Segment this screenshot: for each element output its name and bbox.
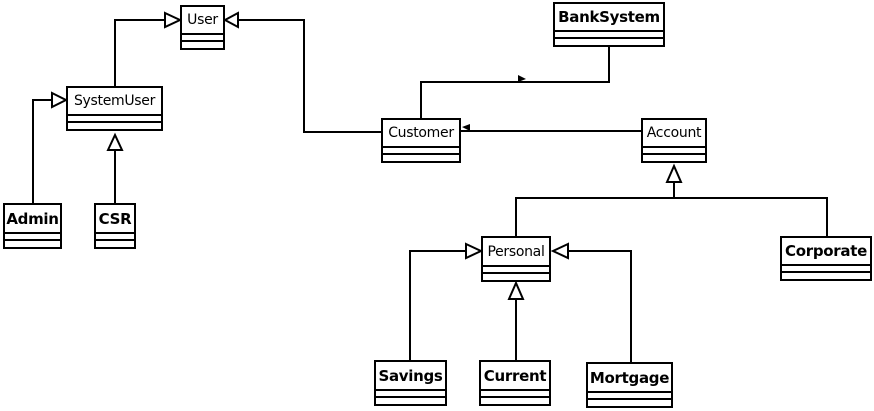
- class-csr-name: CSR: [98, 209, 132, 228]
- class-csr-attributes: [96, 232, 134, 239]
- class-savings-attributes: [376, 389, 445, 396]
- class-systemuser: SystemUser: [66, 86, 163, 131]
- class-account-name: Account: [646, 125, 702, 141]
- class-personal: Personal: [481, 236, 551, 282]
- class-banksystem-operations: [555, 37, 663, 44]
- class-account-attributes: [643, 146, 705, 153]
- class-systemuser-attributes: [68, 114, 161, 121]
- inheritance-arrowhead-admin-systemuser: [51, 91, 69, 109]
- class-csr-operations: [96, 239, 134, 246]
- class-account-operations: [643, 153, 705, 160]
- connector-customer-user: [238, 19, 381, 133]
- association-direction-marker-customer: [462, 124, 470, 131]
- association-direction-marker-banksystem: [518, 75, 526, 82]
- connector-systemuser-user: [114, 19, 165, 86]
- class-systemuser-operations: [68, 121, 161, 128]
- class-mortgage-name: Mortgage: [589, 368, 670, 387]
- class-current-operations: [481, 396, 549, 403]
- class-banksystem-attributes: [555, 30, 663, 37]
- inheritance-arrowhead-account: [665, 163, 683, 183]
- class-user: User: [180, 5, 225, 50]
- class-savings-operations: [376, 396, 445, 403]
- class-corporate-name: Corporate: [785, 242, 867, 260]
- connector-savings-personal: [409, 250, 466, 360]
- inheritance-arrowhead-customer-user: [222, 11, 239, 29]
- class-user-name: User: [187, 12, 218, 28]
- association-customer-banksystem: [420, 47, 610, 118]
- class-customer-name: Customer: [388, 125, 454, 141]
- class-customer-operations: [383, 153, 459, 160]
- class-personal-operations: [483, 272, 549, 279]
- class-corporate-attributes: [782, 264, 870, 271]
- class-user-attributes: [182, 33, 223, 40]
- class-current-attributes: [481, 389, 549, 396]
- connector-mortgage-personal: [568, 250, 632, 362]
- class-customer: Customer: [381, 118, 461, 163]
- class-admin-attributes: [5, 232, 60, 239]
- class-banksystem: BankSystem: [553, 2, 665, 47]
- class-corporate: Corporate: [780, 236, 872, 281]
- class-corporate-operations: [782, 271, 870, 278]
- class-savings-name: Savings: [378, 366, 443, 385]
- class-csr: CSR: [94, 203, 136, 249]
- class-current-name: Current: [483, 366, 547, 385]
- inheritance-arrowhead-savings-personal: [465, 242, 484, 260]
- class-savings: Savings: [374, 360, 447, 406]
- class-account: Account: [641, 118, 707, 163]
- inheritance-arrowhead-current-personal: [507, 280, 525, 300]
- inheritance-arrowhead-mortgage-personal: [550, 242, 569, 260]
- class-mortgage-attributes: [588, 391, 671, 398]
- class-current: Current: [479, 360, 551, 406]
- inheritance-arrowhead-systemuser-user: [164, 11, 183, 29]
- class-admin: Admin: [3, 203, 62, 249]
- class-personal-attributes: [483, 265, 549, 272]
- connector-personal-account: [515, 197, 828, 236]
- class-personal-name: Personal: [487, 243, 545, 260]
- class-user-operations: [182, 40, 223, 47]
- class-admin-operations: [5, 239, 60, 246]
- class-admin-name: Admin: [6, 209, 59, 228]
- class-mortgage: Mortgage: [586, 362, 673, 408]
- class-customer-attributes: [383, 146, 459, 153]
- class-mortgage-operations: [588, 398, 671, 405]
- inheritance-arrowhead-csr-systemuser: [106, 132, 124, 151]
- connector-admin-systemuser: [32, 99, 52, 203]
- class-banksystem-name: BankSystem: [558, 8, 660, 26]
- class-systemuser-name: SystemUser: [73, 93, 156, 109]
